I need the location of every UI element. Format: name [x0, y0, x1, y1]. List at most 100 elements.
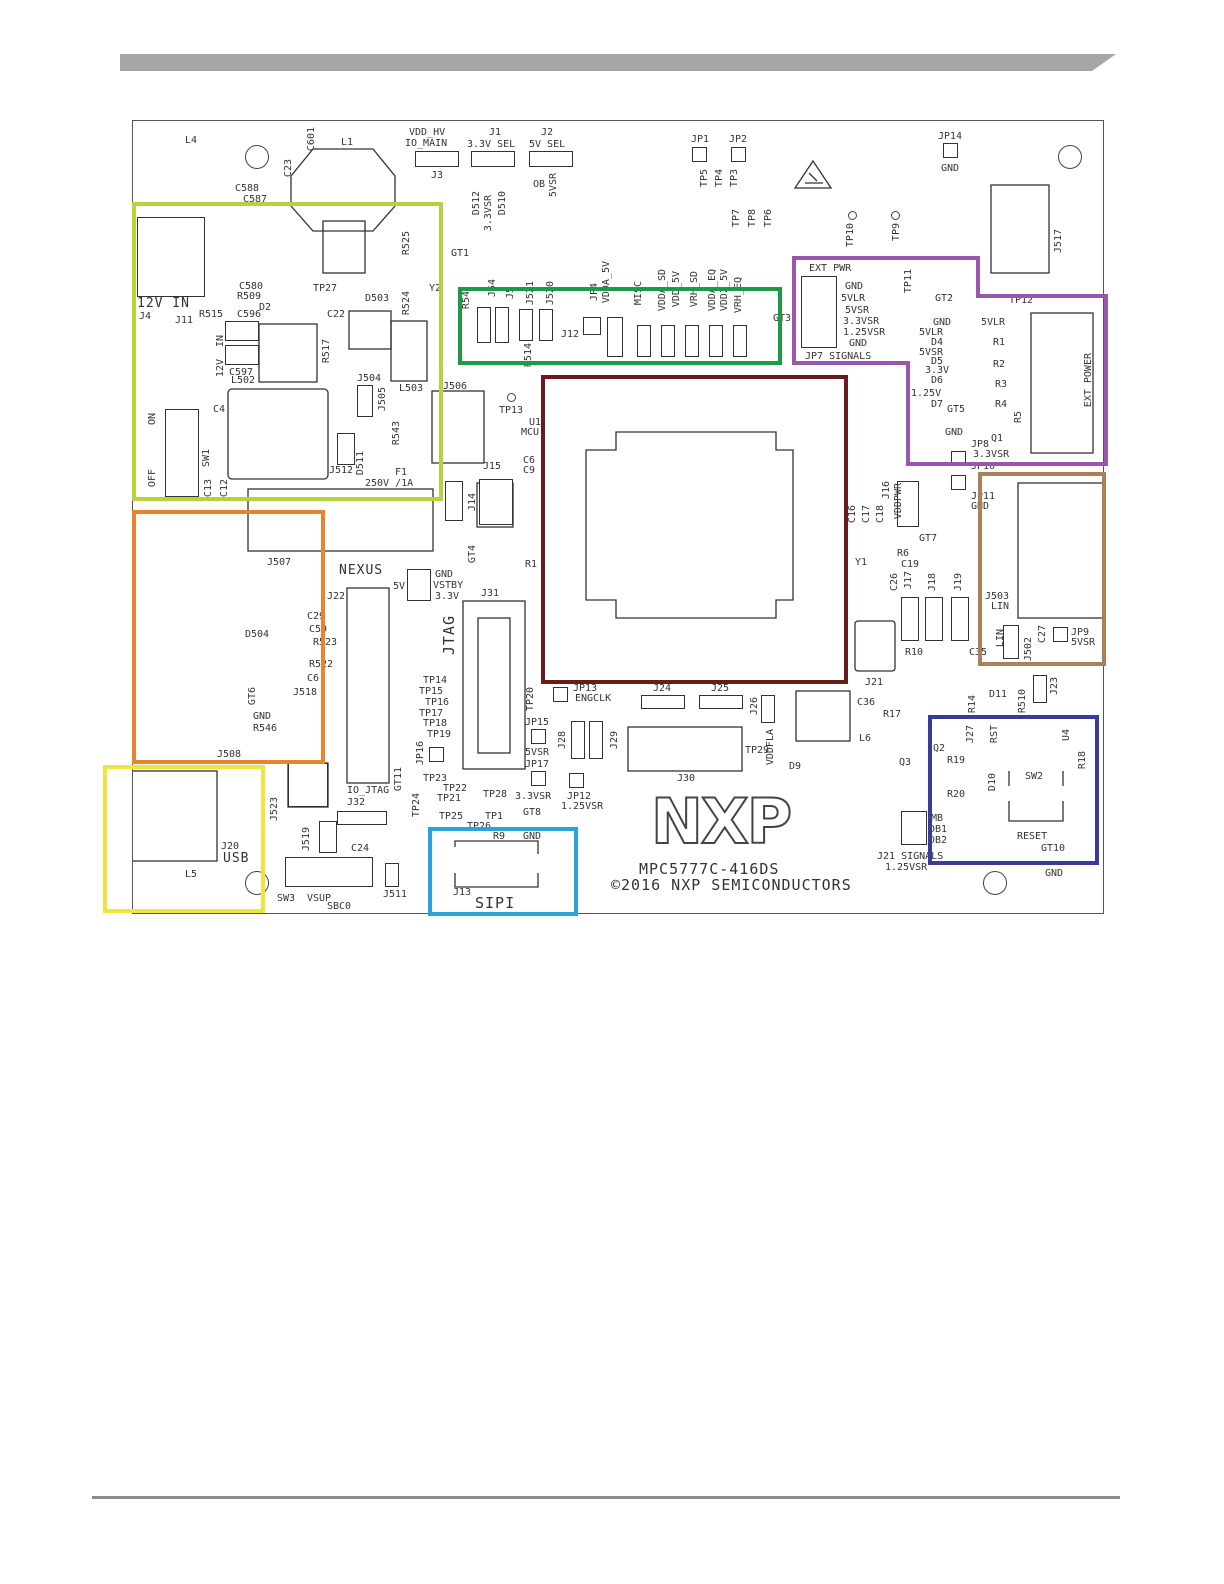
sipi-connector-outline	[454, 840, 539, 888]
j521-jumper	[519, 309, 533, 341]
l1-inductor-outline	[290, 148, 396, 232]
label-usb: USB	[223, 851, 250, 866]
label-ext-pwr-2: 5VSR	[845, 305, 870, 316]
label-d11: D11	[989, 689, 1008, 700]
label-u1: U1	[529, 417, 542, 428]
jp4-jumper	[583, 317, 601, 335]
j523-header	[288, 763, 328, 807]
jp17-pad	[531, 771, 546, 786]
label-r1: R1	[993, 337, 1006, 348]
label-j25: J25	[711, 683, 730, 694]
j14-header	[445, 481, 463, 521]
label-r5: R5	[1013, 411, 1024, 424]
label-tp23: TP23	[423, 773, 448, 784]
label-j21-v: 1.25VSR	[885, 862, 928, 873]
label-model: MPC5777C-416DS	[639, 860, 780, 878]
label-gnd-gt5: GND	[945, 427, 964, 438]
jp13-pad	[553, 687, 568, 702]
sw1-switch	[165, 409, 199, 497]
j23-header	[1033, 675, 1047, 703]
label-j23: J23	[1049, 677, 1060, 696]
highlight-config-jumpers-region	[458, 287, 782, 365]
label-tp3: TP3	[729, 169, 740, 188]
label-tp13: TP13	[499, 405, 524, 416]
jp2-pad	[731, 147, 746, 162]
highlight-debug-region	[132, 510, 325, 764]
label-jp7-signals: JP7 SIGNALS	[805, 351, 872, 362]
label-ext-pwr-1: 5VLR	[841, 293, 866, 304]
label-vstby-5v: 5V	[393, 581, 406, 592]
label-j11: J11	[175, 315, 194, 326]
label-tp7: TP7	[731, 209, 742, 228]
label-j503: J503	[985, 591, 1010, 602]
label-tp19: TP19	[427, 729, 452, 740]
label-jp1: JP1	[691, 134, 710, 145]
label-j2: J2	[541, 127, 554, 138]
label-c26: C26	[889, 573, 900, 592]
label-ext-pwr-5: GND	[849, 338, 868, 349]
label-tp27: TP27	[313, 283, 338, 294]
label-y1: Y1	[855, 557, 868, 568]
label-tp20: TP20	[525, 687, 536, 712]
label-gt10: GT10	[1041, 843, 1066, 854]
label-12v-in: 12V IN	[137, 296, 190, 311]
vdd-5v-jumper	[661, 325, 675, 357]
label-jp14-gnd: GND	[941, 163, 960, 174]
label-gnd-gt6: GND	[253, 711, 272, 722]
j28-header	[571, 721, 585, 759]
jp11-pad	[951, 475, 966, 490]
label-r10: R10	[905, 647, 924, 658]
label-sw2: SW2	[1025, 771, 1044, 782]
label-tp25: TP25	[439, 811, 464, 822]
label-tp9: TP9	[891, 223, 902, 242]
label-tp21: TP21	[437, 793, 462, 804]
jtag-connector-outline	[462, 600, 526, 770]
j511-header	[385, 863, 399, 887]
label-j22: J22	[327, 591, 346, 602]
label-3v3vsr: 3.3VSR	[483, 195, 494, 232]
label-j15: J15	[483, 461, 502, 472]
c597-cap	[225, 345, 259, 365]
label-d6: D6	[931, 375, 944, 386]
esd-warning-icon	[793, 159, 833, 189]
vrh-sd-jumper	[685, 325, 699, 357]
label-tp4: TP4	[714, 169, 725, 188]
label-d510: D510	[497, 191, 508, 216]
j520-jumper	[539, 309, 553, 341]
label-c6: C6	[523, 455, 536, 466]
label-vddpwr: VDDPWR	[893, 483, 904, 520]
label-nexus: NEXUS	[339, 563, 384, 578]
j25-header	[699, 695, 743, 709]
label-j517: J517	[1053, 229, 1064, 254]
jp14-pad	[943, 143, 958, 158]
jp9-pad	[1053, 627, 1068, 642]
label-j20: J20	[221, 841, 240, 852]
label-j17: J17	[903, 571, 914, 590]
label-d7: D7	[931, 399, 944, 410]
label-jp9-v: 5VSR	[1071, 637, 1096, 648]
highlight-usb-region	[103, 765, 265, 913]
label-q2: Q2	[933, 743, 946, 754]
j19-header	[951, 597, 969, 641]
label-c17: C17	[861, 505, 872, 524]
nexus-connector-outline	[346, 587, 390, 784]
label-c19: C19	[901, 559, 920, 570]
label-ext-pwr-4: 1.25VSR	[843, 327, 886, 338]
label-l5: L5	[185, 869, 198, 880]
label-d512: D512	[471, 191, 482, 216]
label-c587: C587	[243, 194, 268, 205]
label-db2: DB2	[929, 835, 948, 846]
label-r4: R4	[995, 399, 1008, 410]
label-y2: Y2	[429, 283, 442, 294]
label-j512: J512	[329, 465, 354, 476]
sw3-switch	[285, 857, 373, 887]
label-j30: J30	[677, 773, 696, 784]
label-reset: RESET	[1017, 831, 1048, 842]
label-gt5: GT5	[947, 404, 966, 415]
board-silkscreen: L4 L1 C601 C23 C588 C587 VDD_HV IO_MAIN …	[132, 120, 1105, 914]
label-q1: Q1	[991, 433, 1004, 444]
highlight-power-region	[132, 202, 443, 501]
label-r20: R20	[947, 789, 966, 800]
vdda-eq-jumper	[709, 325, 723, 357]
label-ext-pwr-3: 3.3VSR	[843, 316, 880, 327]
